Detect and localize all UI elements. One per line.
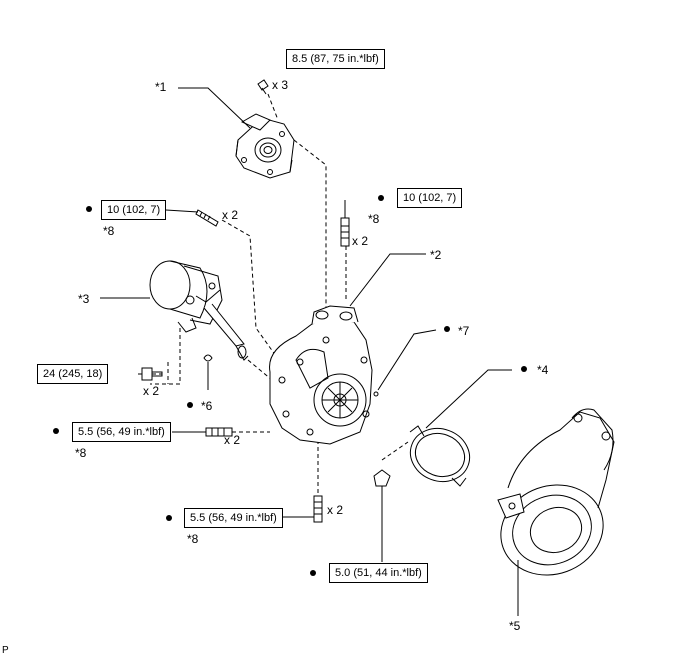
bolt-top [257,79,269,95]
marker-dot [444,326,450,332]
part-7-pin [373,391,379,397]
callout-8-stud-left: *8 [103,224,115,238]
part-5-outlet-elbow [497,408,615,576]
marker-dot [86,206,92,212]
marker-dot [53,428,59,434]
torque-spec-stud-right: 10 (102, 7) [397,188,463,208]
callout-3: *3 [78,292,90,306]
qty-stud-right: x 2 [352,234,369,248]
marker-dot [521,366,527,372]
marker-dot [187,402,193,408]
qty-bolt-left: x 2 [143,384,160,398]
stud-upper-right [340,217,350,247]
part-4-clamp [409,425,471,487]
callout-1: *1 [155,80,167,94]
stud-bottom [313,495,323,523]
part-1-housing [235,113,295,179]
marker-dot [378,195,384,201]
nut [373,469,391,487]
stud-upper-left [195,209,219,227]
qty-stud-bottom: x 2 [327,503,344,517]
torque-spec-stud-mid: 5.5 (56, 49 in.*lbf) [72,422,171,442]
torque-spec-nut: 5.0 (51, 44 in.*lbf) [329,563,428,583]
callout-7: *7 [458,324,470,338]
part-2-turbine-housing [269,305,373,445]
callout-8-stud-mid: *8 [75,446,87,460]
guide-lines [150,93,409,500]
qty-stud-left: x 2 [222,208,239,222]
torque-spec-bolt-left: 24 (245, 18) [37,364,109,384]
torque-spec-top: 8.5 (87, 75 in.*lbf) [286,49,385,69]
callout-8-stud-bottom: *8 [187,532,199,546]
marker-dot [310,570,316,576]
qty-stud-mid: x 2 [224,433,241,447]
marker-dot [166,515,172,521]
callout-6: *6 [201,399,213,413]
qty-top: x 3 [272,78,289,92]
bolt-left [141,367,163,381]
callout-4: *4 [537,363,549,377]
torque-spec-stud-bottom: 5.5 (56, 49 in.*lbf) [184,508,283,528]
torque-spec-stud-left: 10 (102, 7) [101,200,167,220]
callout-2: *2 [430,248,442,262]
clip-6 [203,354,213,362]
callout-8-stud-right: *8 [368,212,380,226]
callout-5: *5 [509,619,521,633]
part-3-actuator [149,260,249,361]
corner-mark: P [2,645,9,656]
